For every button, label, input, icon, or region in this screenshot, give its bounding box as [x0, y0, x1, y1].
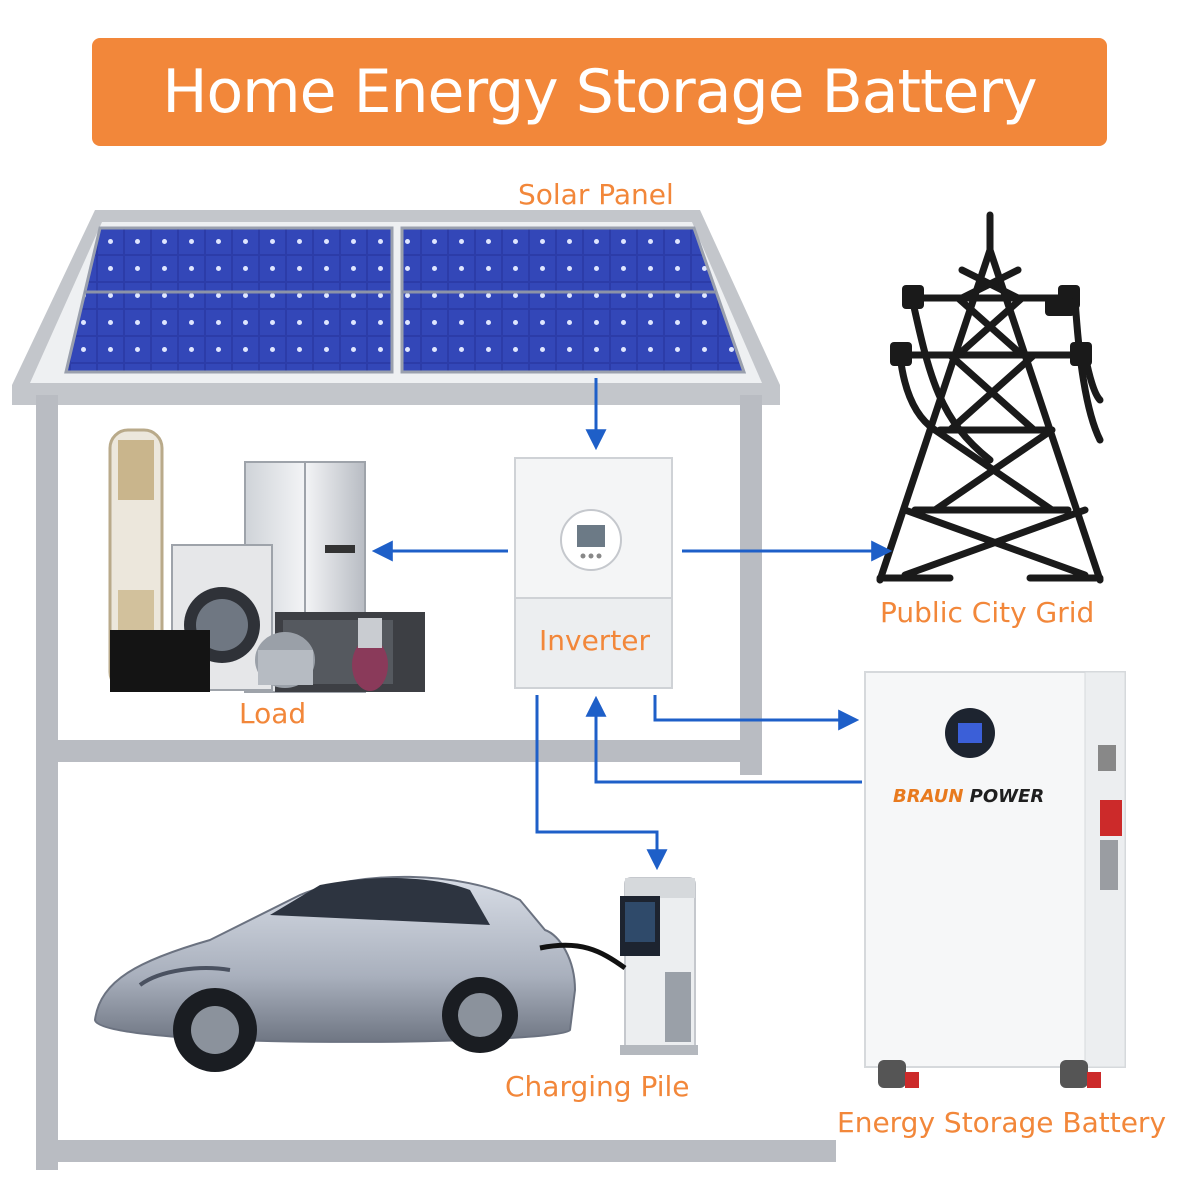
house-wall-right: [740, 395, 762, 775]
arrow-inverter-to-charging-pile: [535, 695, 668, 871]
battery-icon: [864, 671, 1126, 1088]
arrow-battery-to-inverter: [585, 695, 862, 784]
car-icon: [93, 875, 627, 1072]
label-load: Load: [239, 697, 307, 730]
arrow-inverter-to-battery: [653, 695, 860, 731]
label-charging-pile: Charging Pile: [505, 1070, 690, 1103]
inverter-icon: [514, 457, 673, 689]
label-inverter: Inverter: [539, 624, 651, 657]
transmission-tower-icon: [876, 211, 1104, 584]
label-public-city-grid: Public City Grid: [880, 596, 1095, 629]
solar-panel-icon: [64, 226, 747, 374]
battery-brand: BRAUN POWER: [893, 786, 1044, 807]
house-wall-left: [36, 395, 58, 1170]
brand-part-2: POWER: [969, 786, 1045, 807]
appliances-icon: [108, 428, 425, 693]
house-base: [36, 1140, 836, 1162]
flow-arrows: [371, 378, 893, 871]
title-banner: Home Energy Storage Battery: [92, 38, 1107, 146]
charging-pile-icon: [620, 877, 698, 1055]
brand-part-1: BRAUN: [893, 786, 964, 807]
label-energy-storage-battery: Energy Storage Battery: [837, 1106, 1167, 1139]
page-title: Home Energy Storage Battery: [162, 57, 1037, 127]
house-floor: [36, 740, 762, 762]
label-solar-panel: Solar Panel: [518, 178, 674, 211]
tower-insulators: [890, 285, 1092, 366]
